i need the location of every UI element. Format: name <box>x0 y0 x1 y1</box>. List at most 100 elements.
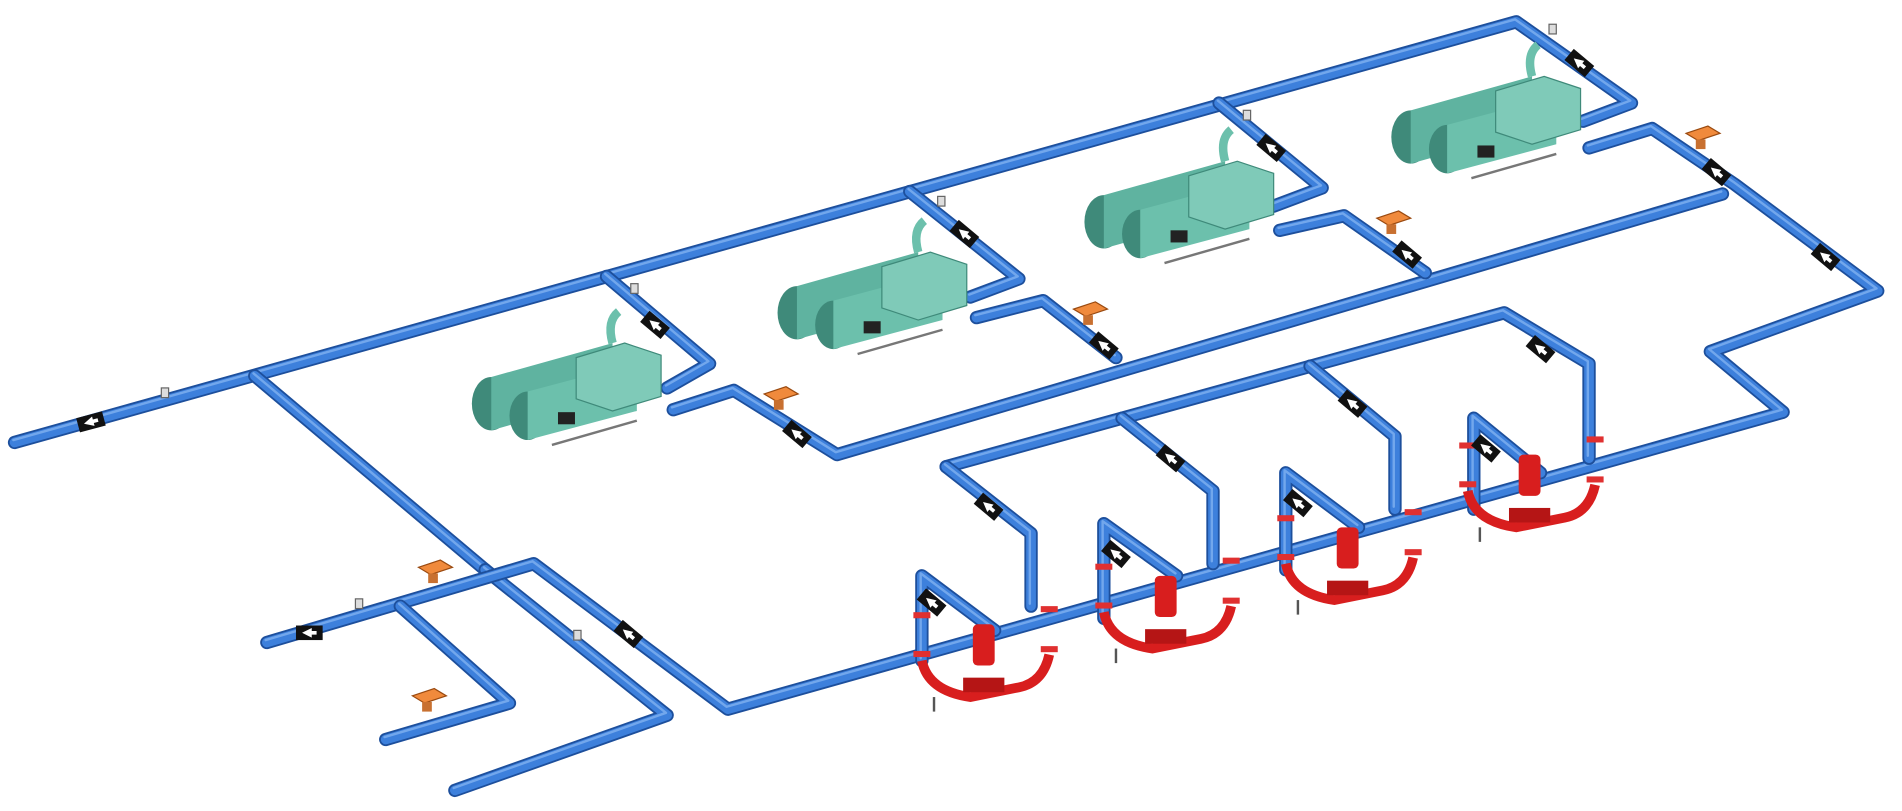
arrow-glyph <box>1401 249 1414 261</box>
pump-motor <box>972 624 995 666</box>
arrow-glyph <box>983 502 996 513</box>
chiller-base <box>1471 152 1557 180</box>
flow-arrow-icon <box>1283 488 1313 518</box>
arrow-glyph <box>649 320 662 331</box>
pipe-highlight <box>604 272 710 387</box>
flow-arrow-icon <box>1256 133 1287 163</box>
pipe-highlight <box>452 566 668 790</box>
pipe-flange <box>913 650 931 658</box>
pipe-highlight <box>670 190 1723 454</box>
pipe-highlight <box>943 463 1032 605</box>
pump-volute <box>1508 507 1551 523</box>
pipe-flange <box>1277 554 1295 561</box>
piping-network <box>7 15 1885 798</box>
arrow-glyph <box>1292 498 1305 510</box>
valve-body <box>1386 224 1397 234</box>
chiller-display <box>557 412 575 425</box>
pipe-highlight <box>1283 469 1359 569</box>
pump-motor <box>1154 575 1177 618</box>
flow-arrow-icon <box>1525 334 1556 364</box>
pipe-highlight <box>1216 99 1323 205</box>
pipe-highlight <box>383 602 510 739</box>
pipe-flange <box>1277 515 1295 522</box>
chiller-display <box>863 321 881 334</box>
chiller-discharge-pipe <box>606 308 622 345</box>
pipe-flange <box>1586 476 1604 483</box>
valve-actuator <box>1375 210 1413 227</box>
flow-arrow-icon <box>640 310 670 340</box>
valve-body <box>1083 315 1093 325</box>
flow-arrow-icon <box>1564 48 1595 78</box>
chiller-base <box>1164 237 1250 265</box>
flow-arrow-icon <box>1155 444 1186 473</box>
pump-volute <box>1145 629 1187 644</box>
pipe-highlight <box>1471 414 1541 508</box>
pump-icon <box>913 606 1058 712</box>
chiller-icon <box>1084 126 1275 265</box>
pipe-highlight <box>974 297 1116 357</box>
chiller-base <box>551 419 638 447</box>
chiller-discharge-pipe <box>1525 41 1542 78</box>
valve-actuator-icon <box>1684 125 1722 150</box>
arrow-glyph <box>791 429 804 441</box>
chiller-display <box>1170 230 1188 243</box>
pipe-highlight <box>252 372 486 569</box>
flow-arrow-icon <box>1701 157 1732 187</box>
flow-arrow-icon <box>973 492 1004 521</box>
valve-actuator <box>410 687 448 704</box>
chiller-base <box>857 328 943 356</box>
valve-actuator <box>1072 301 1109 318</box>
chiller-discharge-pipe <box>912 217 928 254</box>
sensor-icon <box>630 283 639 294</box>
chiller-control-box <box>881 251 968 321</box>
pipe-flange <box>1459 481 1477 488</box>
flow-arrow-icon <box>295 625 323 641</box>
valve-actuator-icon <box>417 559 454 584</box>
sensor-icon <box>937 195 946 207</box>
flow-arrow-icon <box>916 588 947 617</box>
chiller-icon <box>471 308 662 447</box>
valve-body <box>428 573 438 584</box>
arrow-glyph <box>622 629 636 641</box>
pipe-segment <box>941 461 1036 611</box>
pump-volute <box>1327 580 1369 596</box>
arrow-glyph <box>1098 340 1111 352</box>
valve-actuator <box>762 386 800 402</box>
pipe-highlight <box>1119 414 1214 563</box>
pipe-flange <box>913 612 931 619</box>
pipe-flange <box>1040 606 1058 613</box>
flow-arrow-icon <box>1392 240 1422 269</box>
pipe-segment <box>1305 361 1400 514</box>
pipe-outline <box>939 460 1038 613</box>
pump-volute <box>963 677 1005 693</box>
pipe-highlight <box>907 187 1019 296</box>
pipe-flange <box>1404 549 1422 556</box>
chiller-icon <box>1391 41 1582 180</box>
pump-piping <box>1462 483 1600 533</box>
sensor-icon <box>573 629 582 641</box>
flow-arrow-icon <box>1088 331 1119 360</box>
pipe-outline <box>1303 359 1402 516</box>
chiller-control-box <box>575 342 662 412</box>
arrow-glyph <box>958 229 972 241</box>
equipment <box>160 23 1722 712</box>
arrow-glyph <box>302 627 317 638</box>
pipe-highlight <box>919 572 995 660</box>
sensor-icon <box>354 598 364 610</box>
pipe-highlight <box>264 124 1878 708</box>
chiller-display <box>1477 145 1495 158</box>
arrow-glyph <box>1480 443 1493 455</box>
valve-body <box>422 701 432 712</box>
flow-arrow-icon <box>782 419 812 449</box>
valve-actuator-icon <box>410 687 448 712</box>
pipe-flange <box>1095 602 1113 609</box>
chiller-control-box <box>1495 75 1582 145</box>
pipe-flange <box>1404 509 1422 516</box>
flow-arrow-icon <box>76 411 106 433</box>
valve-actuator-icon <box>1375 210 1413 234</box>
pipe-flange <box>1222 597 1240 604</box>
arrow-glyph <box>1710 167 1724 179</box>
sensor-icon <box>160 387 170 399</box>
pump-icon <box>1459 436 1604 542</box>
